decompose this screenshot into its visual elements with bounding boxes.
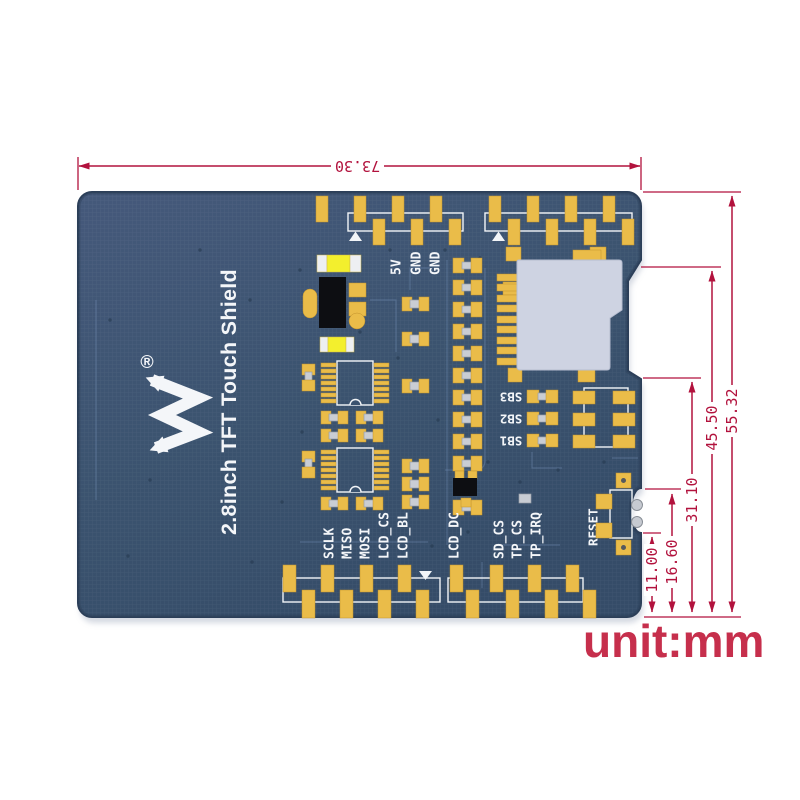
header-pads-top-right — [488, 195, 635, 246]
regulator-cluster — [302, 254, 367, 353]
reset-button-footprint: RESET — [586, 472, 643, 556]
registered-trademark-icon: ® — [140, 352, 153, 372]
dimension-height-11-00: 11.00 — [643, 544, 661, 596]
sot23-transistor — [453, 470, 478, 508]
header-footprint-top-right — [484, 195, 635, 246]
dimension-width: 73.30 — [77, 157, 642, 190]
jumper-label-sb3: SB3 — [500, 390, 523, 405]
svg-text:31.10: 31.10 — [683, 477, 701, 522]
dimension-height-55-32: 55.32 — [723, 385, 741, 437]
pin1-marker-triangle — [419, 571, 432, 580]
ic-footprint-2 — [301, 447, 390, 493]
header-footprint-top-left — [315, 195, 464, 246]
power-pin-labels: 5V GND GND — [390, 251, 444, 275]
dimension-height-16-60: 16.60 — [663, 536, 681, 588]
sd-pin-pads — [496, 273, 520, 366]
solder-jumper-block: SB3 SB2 SB1 — [500, 387, 636, 449]
pin-label-5v: 5V — [390, 259, 405, 275]
led-component-2 — [327, 336, 347, 353]
regulator-ic — [319, 277, 346, 328]
resistor-jumpers-mid — [401, 296, 430, 510]
ic-footprint-1 — [301, 360, 390, 406]
castellated-hole — [631, 516, 643, 528]
logo-w-mark — [145, 374, 214, 454]
header-pads-bottom-left — [282, 564, 430, 619]
jumper-label-sb2: SB2 — [500, 412, 523, 427]
svg-text:55.32: 55.32 — [723, 388, 741, 433]
waveshare-logo: ® — [140, 352, 214, 454]
pin-label-mosi: MOSI — [359, 528, 374, 559]
pin1-marker-triangle — [492, 231, 505, 241]
signal-pin-labels: SCLK MISO MOSI LCD_CS LCD_BL LCD_DC SD_C… — [323, 512, 545, 559]
pin-label-gnd-1: GND — [410, 251, 425, 275]
pin1-marker-triangle — [349, 231, 362, 241]
unit-label: unit:mm — [583, 615, 764, 667]
header-footprint-bottom-left — [282, 564, 441, 619]
svg-text:45.50: 45.50 — [703, 405, 721, 450]
pin-label-lcd-cs: LCD_CS — [378, 512, 393, 559]
pin-label-lcd-bl: LCD_BL — [397, 512, 412, 559]
sd-card-slot — [516, 259, 623, 371]
pin-label-tp-irq: TP_IRQ — [530, 512, 545, 559]
castellated-hole — [631, 499, 643, 511]
pin-label-sclk: SCLK — [323, 528, 338, 559]
pin-label-miso: MISO — [341, 528, 356, 559]
resistor-jumper-column-center — [452, 257, 532, 516]
svg-text:11.00: 11.00 — [643, 547, 661, 592]
pcb-board: 5V GND GND — [77, 191, 643, 623]
resistor-jumpers-left — [320, 410, 384, 511]
header-footprint-bottom-right — [447, 564, 597, 619]
dimension-annotations: 73.30 55.32 45.50 31.10 16.60 — [77, 157, 741, 618]
sd-card-area — [496, 246, 623, 383]
header-pads-top-left — [315, 195, 462, 246]
header-pads-bottom-right — [449, 564, 597, 619]
pin-label-sd-cs: SD_CS — [493, 520, 508, 559]
dimension-height-31-10: 31.10 — [683, 474, 701, 526]
pin-label-tp-cs: TP_CS — [511, 520, 526, 559]
led-component-1 — [326, 254, 351, 273]
svg-text:16.60: 16.60 — [663, 539, 681, 584]
pin-label-lcd-dc: LCD_DC — [448, 512, 463, 559]
dimension-height-45-50: 45.50 — [703, 402, 721, 454]
board-title: 2.8inch TFT Touch Shield — [217, 269, 241, 535]
pin-label-gnd-2: GND — [429, 251, 444, 275]
jumper-label-sb1: SB1 — [500, 434, 523, 449]
dimension-width-value: 73.30 — [335, 157, 380, 175]
